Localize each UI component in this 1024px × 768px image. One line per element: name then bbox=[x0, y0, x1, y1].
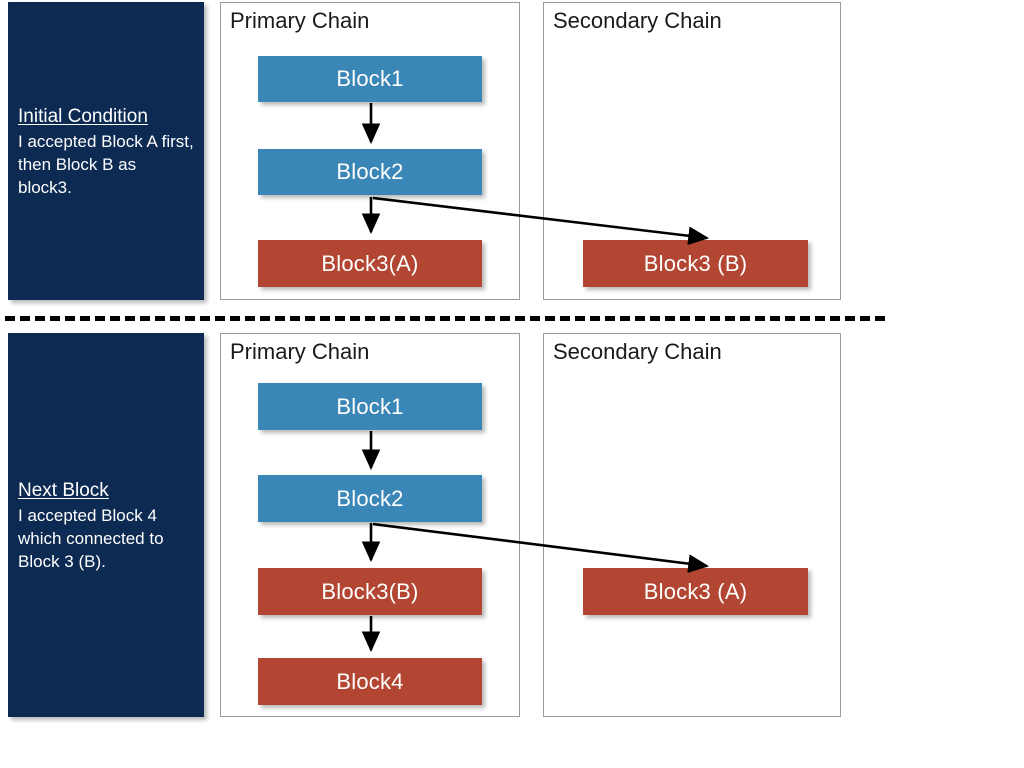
block-top-secondary-1: Block3 (B) bbox=[583, 240, 808, 287]
panel-title-secondary-chain-top: Secondary Chain bbox=[553, 8, 722, 33]
block-bottom-primary-1: Block1 bbox=[258, 383, 482, 430]
note-body-initial-condition: I accepted Block A first, then Block B a… bbox=[18, 131, 194, 197]
block-top-primary-1: Block1 bbox=[258, 56, 482, 102]
panel-title-primary-chain-top: Primary Chain bbox=[230, 8, 370, 33]
block-bottom-primary-2: Block2 bbox=[258, 475, 482, 522]
panel-title-secondary-chain-bottom: Secondary Chain bbox=[553, 339, 722, 364]
note-title-next-block: Next Block bbox=[18, 479, 109, 501]
note-next-block: Next Block I accepted Block 4 which conn… bbox=[8, 333, 204, 717]
note-body-next-block: I accepted Block 4 which connected to Bl… bbox=[18, 505, 164, 571]
block-bottom-primary-4: Block4 bbox=[258, 658, 482, 705]
block-bottom-secondary-1: Block3 (A) bbox=[583, 568, 808, 615]
panel-secondary-chain-bottom: Secondary Chain bbox=[543, 333, 841, 717]
panel-title-primary-chain-bottom: Primary Chain bbox=[230, 339, 370, 364]
section-divider bbox=[5, 316, 885, 321]
note-initial-condition: Initial Condition I accepted Block A fir… bbox=[8, 2, 204, 300]
block-top-primary-3: Block3(A) bbox=[258, 240, 482, 287]
note-title-initial-condition: Initial Condition bbox=[18, 105, 148, 127]
block-top-primary-2: Block2 bbox=[258, 149, 482, 195]
block-bottom-primary-3: Block3(B) bbox=[258, 568, 482, 615]
